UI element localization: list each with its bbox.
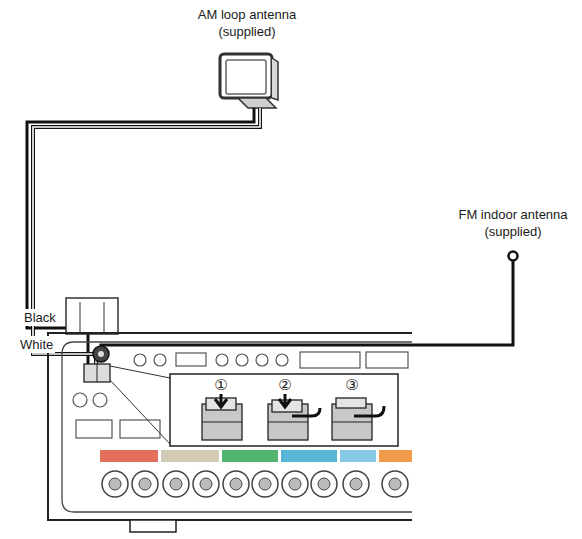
binding-post-core (139, 478, 151, 490)
loop-side (272, 58, 278, 100)
wireless-antenna-bracket (66, 298, 118, 334)
rca-jack (134, 354, 146, 366)
callout-number: ② (278, 376, 291, 393)
fm-antenna-tip (509, 252, 518, 261)
receiver-outline (48, 333, 412, 520)
fm-connector-core (98, 351, 104, 357)
am-wire-black (27, 108, 254, 364)
am-terminal-split (97, 364, 98, 382)
loop-inner (226, 60, 266, 94)
binding-post-core (389, 478, 401, 490)
bracket-line (103, 302, 104, 332)
terminal-split (332, 422, 372, 423)
binding-post-core (109, 478, 121, 490)
callout-number: ① (214, 376, 227, 393)
speaker-strip-lightblue (340, 450, 376, 462)
bracket-line (79, 302, 80, 332)
binding-post (343, 471, 369, 497)
binding-posts (102, 471, 408, 497)
rca-jack (154, 354, 166, 366)
lan-port (176, 353, 206, 366)
terminal-split (268, 422, 308, 423)
zoom-leader (110, 380, 170, 444)
receiver-foot (130, 520, 176, 532)
am-wire-white (33, 108, 260, 364)
binding-post-core (230, 478, 242, 490)
binding-post-core (170, 478, 182, 490)
loop-outer (220, 54, 272, 98)
speaker-strip-blue (281, 450, 337, 462)
hdmi-block (366, 352, 408, 368)
zoom-inset (170, 374, 398, 446)
rear-panel (62, 342, 412, 512)
binding-post (282, 471, 308, 497)
binding-post-core (318, 478, 330, 490)
terminal-step-1 (202, 394, 242, 440)
rca-jack (216, 354, 228, 366)
am-wire-white-outline (33, 108, 260, 364)
part-label: FM indoor antenna (supplied) (451, 206, 575, 240)
terminal-lever (336, 398, 366, 408)
binding-post (223, 471, 249, 497)
hdmi-block (300, 352, 360, 368)
binding-post-cores (109, 478, 401, 490)
wire-color-label: Black (22, 309, 58, 326)
port-block (76, 420, 112, 438)
binding-post (102, 471, 128, 497)
terminal-split (202, 422, 242, 423)
fm-wire (101, 261, 513, 350)
am-terminal (84, 364, 110, 382)
press-arrow (215, 394, 227, 407)
binding-post-core (350, 478, 362, 490)
zoom-leader (110, 366, 170, 378)
binding-post-core (259, 478, 271, 490)
port-block (120, 420, 160, 438)
clamped-wire (354, 406, 384, 416)
rca-jack (93, 393, 107, 407)
speaker-strip-beige (161, 450, 219, 462)
speaker-strip-orange (379, 450, 412, 462)
terminal-step-3 (332, 398, 384, 440)
binding-post (132, 471, 158, 497)
speaker-strip-red (100, 450, 158, 462)
speaker-strip-green (222, 450, 278, 462)
rca-jack (276, 354, 288, 366)
fm-connector (93, 346, 109, 362)
binding-post-core (200, 478, 212, 490)
am-loop-antenna (220, 54, 278, 108)
rca-jack (256, 354, 268, 366)
inserted-wire (292, 408, 320, 416)
binding-post-core (289, 478, 301, 490)
spring-terminal (332, 404, 372, 440)
part-label: AM loop antenna (supplied) (185, 6, 309, 40)
binding-post (382, 471, 408, 497)
callout-number: ③ (345, 376, 358, 393)
binding-post (193, 471, 219, 497)
wire-color-label: White (18, 336, 55, 353)
terminal-step-2 (268, 394, 320, 440)
binding-post (163, 471, 189, 497)
binding-post (252, 471, 278, 497)
rca-jack (73, 393, 87, 407)
rca-jack (236, 354, 248, 366)
binding-post (311, 471, 337, 497)
loop-stand (238, 98, 276, 108)
press-arrow (279, 394, 291, 407)
